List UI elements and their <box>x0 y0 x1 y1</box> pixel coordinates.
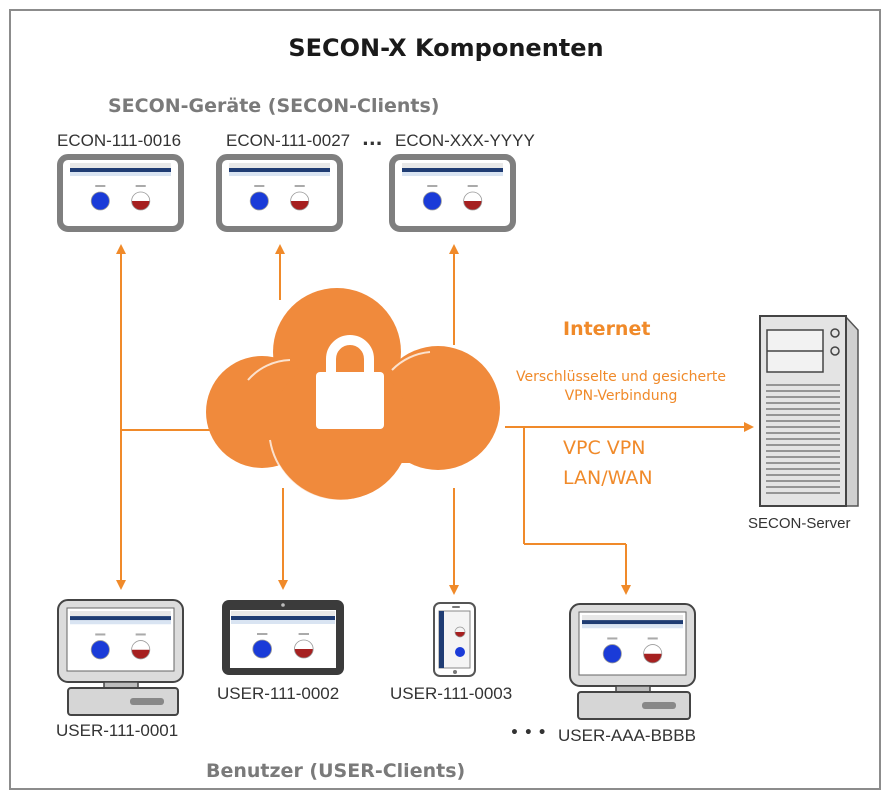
vpc-vpn-label: VPC VPN <box>563 437 646 459</box>
server-label: SECON-Server <box>748 515 851 532</box>
user-ellipsis: • • • <box>510 725 547 741</box>
user-1-label: USER-111-0001 <box>56 721 179 740</box>
user-3-smartphone-icon <box>433 602 476 677</box>
user-2-label: USER-111-0002 <box>217 684 340 703</box>
padlock-icon <box>316 335 384 429</box>
user-1-monitor-icon <box>57 599 184 716</box>
device-3-label: ECON-XXX-YYYY <box>395 131 535 150</box>
device-1-label: ECON-111-0016 <box>57 131 182 150</box>
page-title: SECON-X Komponenten <box>288 34 604 62</box>
devices-heading: SECON-Geräte (SECON-Clients) <box>108 95 440 117</box>
vpn-description-line-2: VPN-Verbindung <box>564 388 678 404</box>
connectors <box>116 244 754 595</box>
vpn-description-line-1: Verschlüsselte und gesicherte <box>516 369 726 385</box>
device-3-screen <box>389 154 516 232</box>
device-2-label: ECON-111-0027 <box>226 131 351 150</box>
internet-title: Internet <box>563 318 651 340</box>
lan-wan-label: LAN/WAN <box>563 467 653 489</box>
user-2-tablet-icon <box>222 600 344 675</box>
diagram-frame <box>9 9 881 790</box>
users-heading: Benutzer (USER-Clients) <box>206 760 466 782</box>
device-1-screen <box>57 154 184 232</box>
device-2-screen <box>216 154 343 232</box>
user-4-monitor-icon <box>569 603 696 720</box>
user-3-label: USER-111-0003 <box>390 684 513 703</box>
user-4-label: USER-AAA-BBBB <box>558 726 696 745</box>
server-tower-icon <box>759 315 859 507</box>
device-ellipsis: ... <box>362 129 383 150</box>
